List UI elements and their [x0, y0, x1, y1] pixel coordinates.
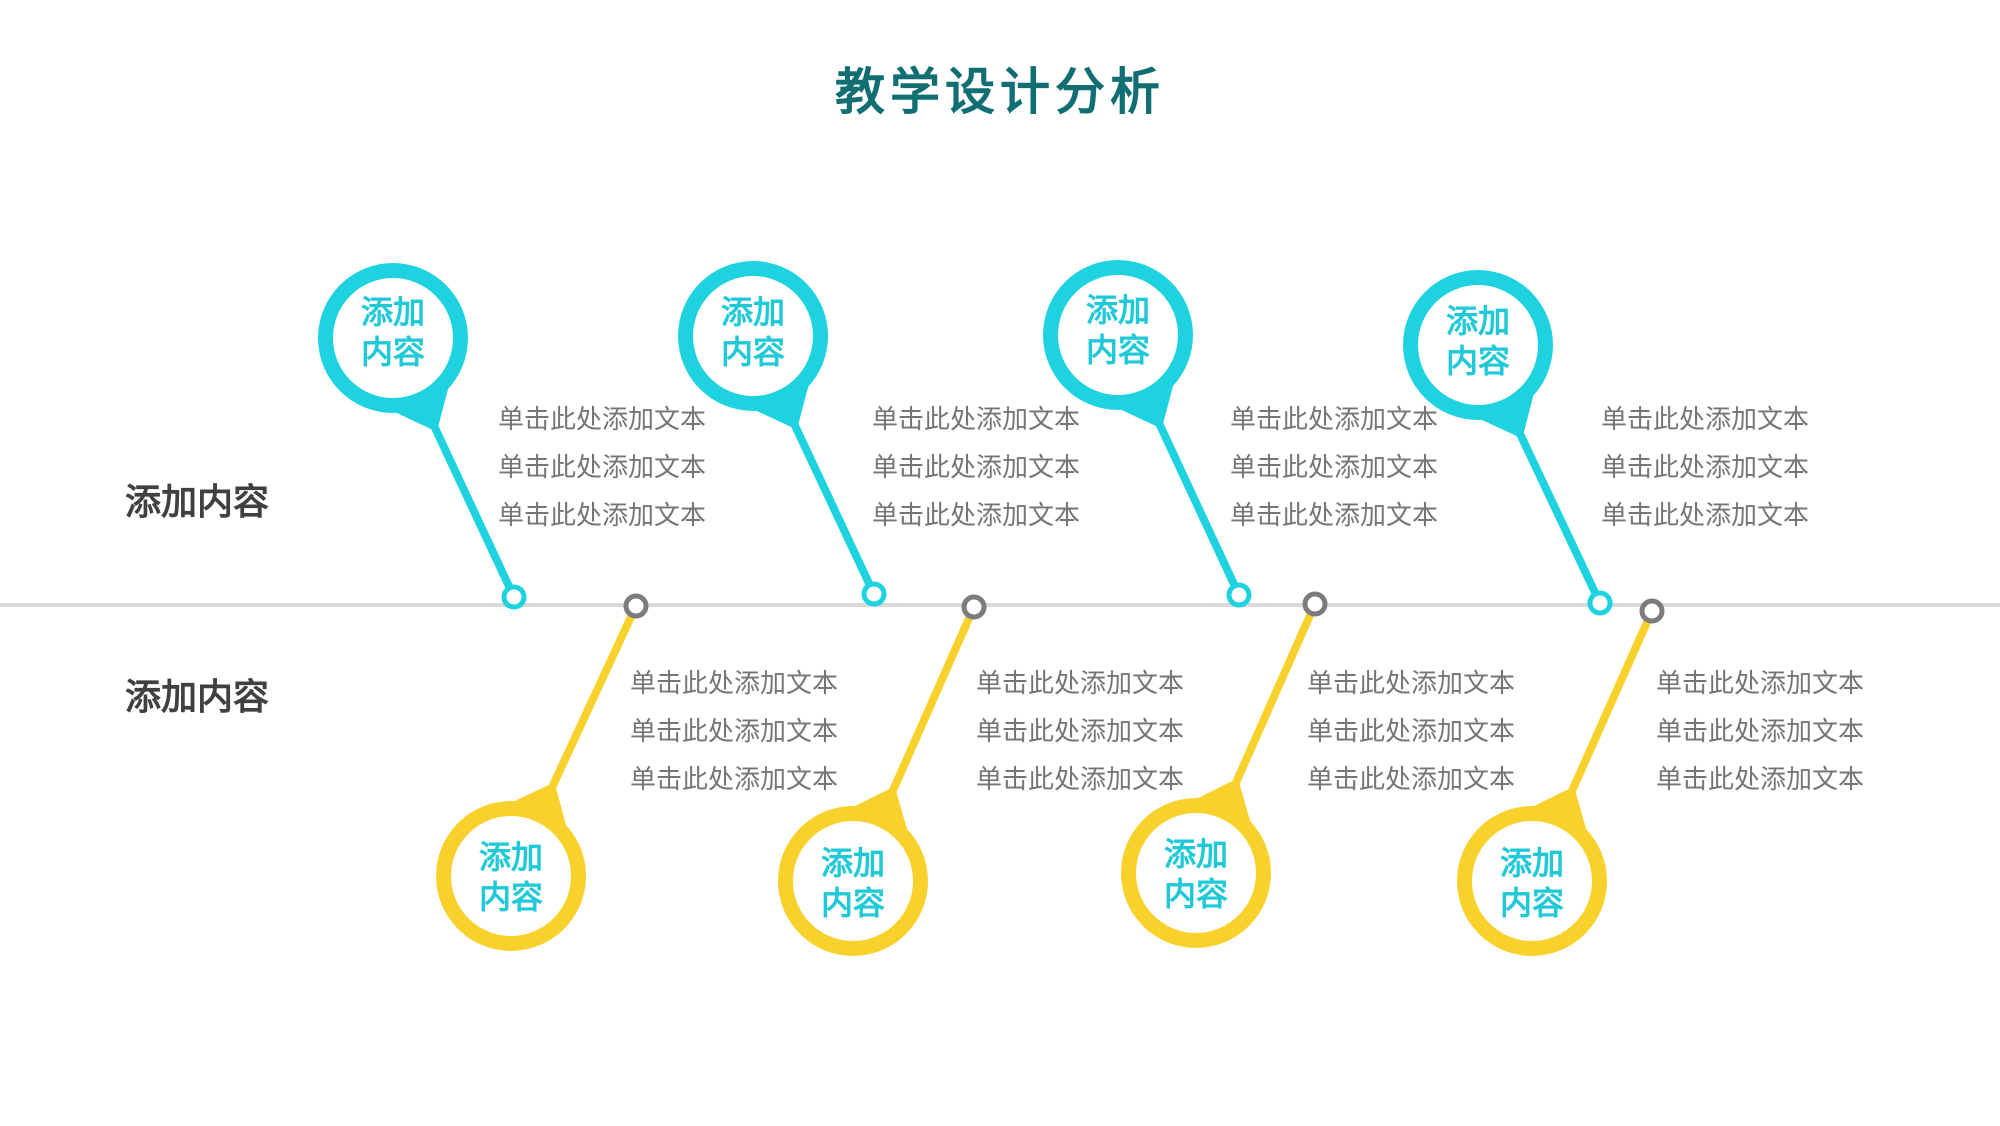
- text-line: 单击此处添加文本: [976, 669, 1185, 699]
- text-block-top: 单击此处添加文本 单击此处添加文本 单击此处添加文本: [1601, 396, 1809, 540]
- text-block-top: 单击此处添加文本 单击此处添加文本 单击此处添加文本: [872, 396, 1080, 540]
- text-line: 单击此处添加文本: [872, 501, 1081, 531]
- top-pin-stem: [420, 401, 514, 592]
- top-pin-end-dot: [861, 581, 887, 607]
- text-line: 单击此处添加文本: [1601, 501, 1810, 531]
- text-line: 单击此处添加文本: [1601, 453, 1810, 483]
- bottom-pin-label: 添加内容: [1163, 835, 1228, 913]
- bottom-pin-label: 添加内容: [1499, 844, 1564, 922]
- top-pin-head-inner: [1418, 285, 1538, 405]
- text-line: 单击此处添加文本: [630, 669, 839, 699]
- text-block-bottom: 单击此处添加文本 单击此处添加文本 单击此处添加文本: [1307, 660, 1515, 804]
- text-line: 单击此处添加文本: [1307, 765, 1516, 795]
- text-block-bottom: 单击此处添加文本 单击此处添加文本 单击此处添加文本: [976, 660, 1184, 804]
- bottom-pin-head-inner: [451, 816, 571, 936]
- bottom-pin-label: 添加内容: [820, 844, 885, 922]
- top-pin-label: 添加内容: [1085, 291, 1150, 369]
- text-line: 单击此处添加文本: [1230, 453, 1439, 483]
- text-line: 单击此处添加文本: [1307, 669, 1516, 699]
- top-pin-end-dot: [1226, 582, 1252, 608]
- text-block-bottom: 单击此处添加文本 单击此处添加文本 单击此处添加文本: [1656, 660, 1864, 804]
- top-pin-label: 添加内容: [720, 293, 785, 371]
- bottom-pin-end-dot: [1639, 598, 1665, 624]
- top-pin-stem: [1145, 398, 1239, 590]
- text-line: 单击此处添加文本: [976, 717, 1185, 747]
- top-pin-end-dot: [1587, 590, 1613, 616]
- text-block-top: 单击此处添加文本 单击此处添加文本 单击此处添加文本: [498, 396, 706, 540]
- text-line: 单击此处添加文本: [1307, 717, 1516, 747]
- text-line: 单击此处添加文本: [498, 405, 707, 435]
- bottom-pin-end-dot: [1302, 591, 1328, 617]
- text-line: 单击此处添加文本: [1656, 669, 1865, 699]
- bottom-pin-end-dot: [961, 594, 987, 620]
- top-pin-end-dot: [501, 584, 527, 610]
- bottom-pin-head-inner: [1136, 813, 1256, 933]
- bottom-pin-stem: [1558, 616, 1652, 817]
- bottom-pin-head-inner: [1472, 821, 1592, 941]
- bottom-pin-label: 添加内容: [478, 838, 543, 916]
- bottom-pin-stem: [879, 612, 974, 817]
- text-line: 单击此处添加文本: [498, 501, 707, 531]
- page-title: 教学设计分析: [835, 63, 1165, 121]
- bottom-pin-stem: [538, 611, 636, 812]
- text-line: 单击此处添加文本: [630, 717, 839, 747]
- top-pin-label: 添加内容: [1445, 302, 1510, 380]
- row-label-top: 添加内容: [125, 482, 270, 523]
- text-line: 单击此处添加文本: [976, 765, 1185, 795]
- timeline-axis: [0, 603, 2000, 607]
- text-line: 单击此处添加文本: [872, 453, 1081, 483]
- top-pin-label: 添加内容: [360, 293, 425, 371]
- text-line: 单击此处添加文本: [1656, 765, 1865, 795]
- text-line: 单击此处添加文本: [1601, 405, 1810, 435]
- text-line: 单击此处添加文本: [630, 765, 839, 795]
- bottom-pin-stem: [1222, 609, 1315, 809]
- text-line: 单击此处添加文本: [1656, 717, 1865, 747]
- bottom-pin-head-inner: [793, 821, 913, 941]
- text-block-top: 单击此处添加文本 单击此处添加文本 单击此处添加文本: [1230, 396, 1438, 540]
- bottom-pin-end-dot: [623, 593, 649, 619]
- text-line: 单击此处添加文本: [1230, 405, 1439, 435]
- text-line: 单击此处添加文本: [498, 453, 707, 483]
- top-pin-head-inner: [693, 276, 813, 396]
- top-pin-stem: [780, 399, 874, 589]
- top-pin-head-inner: [333, 278, 453, 398]
- row-label-bottom: 添加内容: [125, 677, 270, 718]
- text-line: 单击此处添加文本: [1230, 501, 1439, 531]
- top-pin-stem: [1506, 408, 1600, 598]
- text-block-bottom: 单击此处添加文本 单击此处添加文本 单击此处添加文本: [630, 660, 838, 804]
- text-line: 单击此处添加文本: [872, 405, 1081, 435]
- top-pin-head-inner: [1058, 275, 1178, 395]
